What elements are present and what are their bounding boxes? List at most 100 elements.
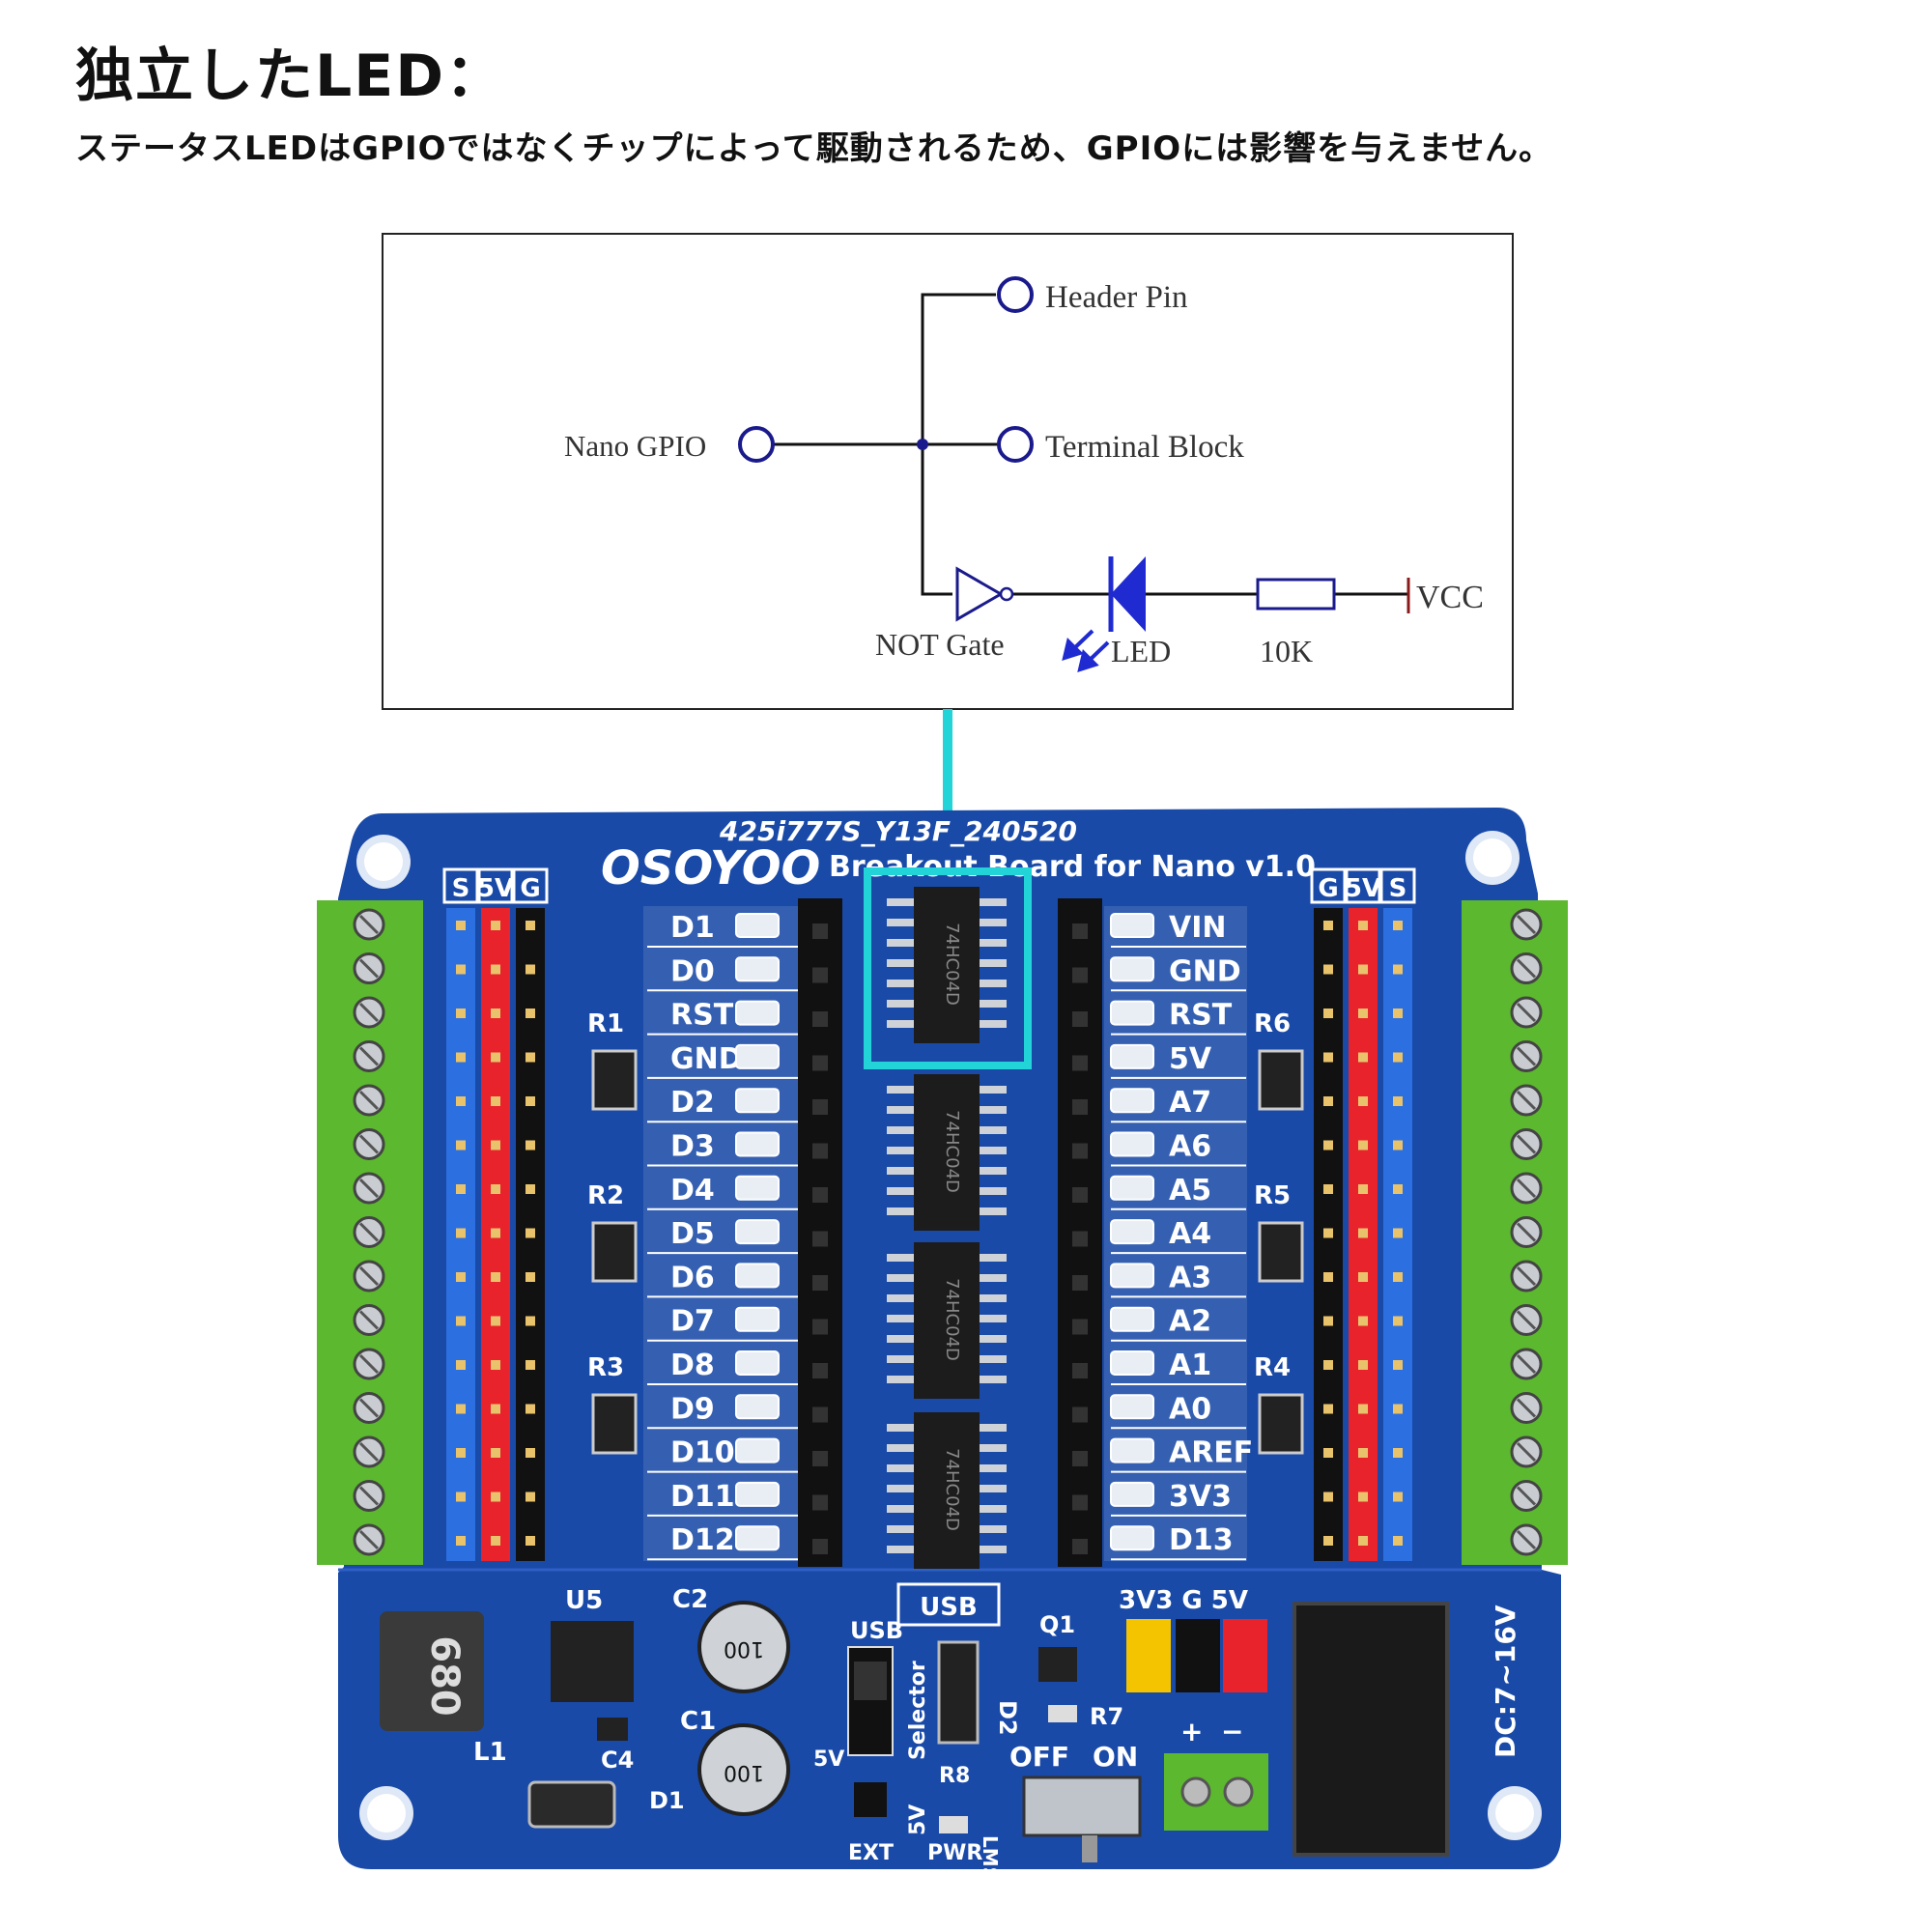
pin-label: D11 xyxy=(670,1480,735,1514)
header-label: 5V xyxy=(1345,874,1381,903)
ic-lead xyxy=(887,1464,914,1472)
status-led xyxy=(1110,1481,1154,1507)
polarity-minus: − xyxy=(1221,1716,1243,1747)
pin-label: 5V xyxy=(1169,1042,1212,1076)
pin xyxy=(456,1228,466,1238)
pin xyxy=(1358,1360,1368,1370)
ic-lead xyxy=(980,1167,1007,1175)
pin-label: RST xyxy=(1169,999,1233,1033)
pin xyxy=(491,1404,500,1414)
status-led xyxy=(1110,1000,1154,1026)
pin xyxy=(526,921,535,930)
header-label-box xyxy=(477,867,514,904)
ic-lead xyxy=(980,1335,1007,1343)
pin xyxy=(1393,1448,1403,1458)
pin xyxy=(1358,921,1368,930)
pin-label: D3 xyxy=(670,1130,715,1164)
status-led xyxy=(1110,1306,1154,1332)
power-terminal-screw xyxy=(1180,1776,1211,1807)
gpio-node xyxy=(738,426,775,463)
pin xyxy=(1393,1272,1403,1282)
status-led xyxy=(735,1525,780,1551)
highlight-box xyxy=(864,867,1032,1069)
pin xyxy=(526,1492,535,1502)
header-hole xyxy=(1072,1319,1088,1335)
pin xyxy=(1323,1184,1333,1194)
label-r8: R8 xyxy=(939,1764,970,1788)
status-led xyxy=(735,1131,780,1157)
ic-lead xyxy=(980,939,1007,947)
c2-value: 100 xyxy=(724,1636,764,1661)
screw-slot xyxy=(1516,1441,1537,1463)
status-led xyxy=(735,956,780,982)
schematic-frame xyxy=(382,233,1514,710)
resistor-array xyxy=(591,1221,638,1283)
header-label: G xyxy=(1318,874,1338,903)
pin xyxy=(1393,1404,1403,1414)
ic-lead xyxy=(980,1294,1007,1302)
pin xyxy=(1393,1052,1403,1063)
pin-label: D10 xyxy=(670,1436,735,1470)
resistor-array xyxy=(591,1393,638,1455)
ic-lead xyxy=(887,1485,914,1492)
pin xyxy=(526,1184,535,1194)
pin-label: GND xyxy=(1169,954,1241,988)
header-hole xyxy=(812,1231,828,1247)
not-gate-symbol xyxy=(955,566,1004,622)
ic-lead xyxy=(980,1208,1007,1215)
pin xyxy=(456,1052,466,1063)
screw-slot xyxy=(358,1265,380,1287)
pin xyxy=(456,1360,466,1370)
pin xyxy=(491,964,500,975)
header-hole xyxy=(812,1319,828,1335)
ic-lead xyxy=(887,1444,914,1452)
selector-ext: EXT xyxy=(848,1841,894,1865)
pin xyxy=(491,1536,500,1546)
pin-label: A0 xyxy=(1169,1392,1211,1426)
status-led xyxy=(1110,1219,1154,1245)
ic-lead xyxy=(980,1315,1007,1322)
header-label-box xyxy=(1379,867,1416,904)
screw-slot xyxy=(1516,958,1537,979)
pin-label: D9 xyxy=(670,1392,715,1426)
ic-lead xyxy=(980,1525,1007,1533)
screw-slot xyxy=(1516,1134,1537,1154)
pin xyxy=(1358,964,1368,975)
pin-label: A2 xyxy=(1169,1305,1211,1339)
pin xyxy=(1323,1404,1333,1414)
pin xyxy=(526,1272,535,1282)
c1-value: 100 xyxy=(724,1760,764,1784)
resistor-label: R4 xyxy=(1254,1353,1291,1382)
ic-chip xyxy=(914,1242,980,1399)
status-led xyxy=(735,1350,780,1376)
pin xyxy=(491,1052,500,1063)
diode-d1 xyxy=(527,1780,616,1829)
status-led xyxy=(735,1088,780,1114)
header-hole xyxy=(812,1494,828,1511)
pin xyxy=(491,1360,500,1370)
pin xyxy=(456,1492,466,1502)
header-hole xyxy=(812,967,828,983)
pin xyxy=(1323,1272,1333,1282)
resistor-array xyxy=(1258,1049,1304,1111)
pwr-led xyxy=(939,1816,968,1833)
ic-lead xyxy=(980,1086,1007,1094)
selector-5v: 5V xyxy=(813,1747,844,1772)
pin xyxy=(1323,1009,1333,1018)
pin xyxy=(456,964,466,975)
diode-d2 xyxy=(937,1640,980,1745)
ic-lead xyxy=(887,1355,914,1363)
ic-chip xyxy=(914,1412,980,1569)
pin xyxy=(1358,1316,1368,1326)
pin xyxy=(1393,921,1403,930)
pin-label: GND xyxy=(670,1042,743,1076)
pin-label: D12 xyxy=(670,1523,735,1557)
resistor-r7 xyxy=(1048,1705,1077,1722)
regulator-u5 xyxy=(551,1621,634,1702)
inductor-l1 xyxy=(380,1611,484,1731)
pin-label: A7 xyxy=(1169,1086,1211,1120)
resistor-label: R6 xyxy=(1254,1009,1291,1038)
